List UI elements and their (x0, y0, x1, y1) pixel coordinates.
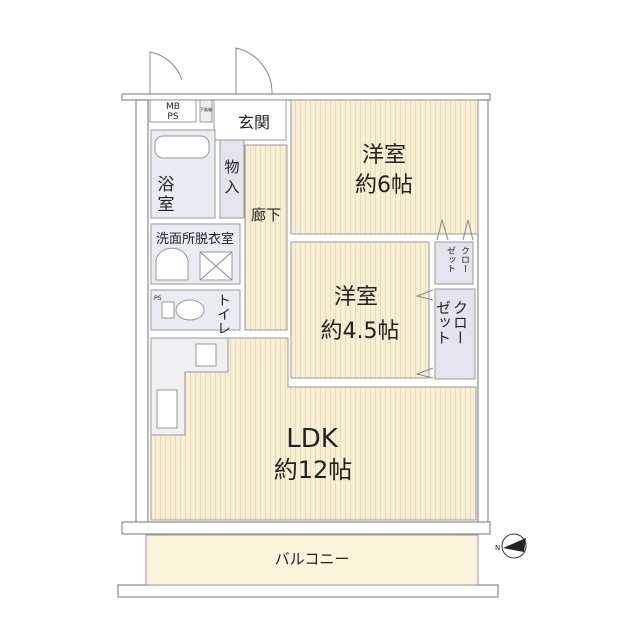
western-room-4-5: 洋室 約4.5帖 (290, 241, 430, 379)
toilet-icon (175, 299, 205, 321)
shoe-box: 下駄箱 (199, 99, 213, 123)
balcony-label: バルコニー (275, 550, 350, 568)
washroom-label: 洗面所脱衣室 (156, 231, 234, 247)
toilet-room: PS トイレ (150, 289, 241, 335)
bath-label-2: 室 (158, 195, 175, 215)
western-room-6-size: 約6帖 (355, 173, 413, 198)
ldk: LDK 約12帖 (150, 337, 477, 521)
stove-icon (195, 343, 217, 367)
bath-label-1: 浴 (158, 175, 175, 195)
western-room-6: 洋室 約6帖 (290, 99, 479, 235)
entrance-label: 玄関 (238, 113, 270, 132)
mbps-label: MB (166, 102, 180, 112)
storage-label-1: 物 (224, 158, 239, 176)
bathtub-icon (154, 135, 210, 159)
bathroom: 浴 室 (150, 129, 216, 219)
toilet-label: トイレ (215, 293, 231, 335)
balcony: バルコニー (145, 534, 479, 586)
north-arrow-icon: N (495, 533, 527, 559)
closet-small: クロー ゼット (434, 218, 474, 285)
outer-walls (117, 93, 499, 598)
ps-label: PS (154, 295, 162, 302)
hallway-label: 廊下 (251, 206, 281, 224)
shoe-box-label: 下駄箱 (200, 106, 212, 112)
western-room-6-name: 洋室 (362, 143, 406, 168)
western-room-4-5-size: 約4.5帖 (321, 319, 400, 344)
sink-icon (156, 389, 178, 429)
closet-large: クロー ゼット (415, 288, 476, 380)
entrance-doors (149, 47, 273, 95)
mbps-room: MB PS (149, 99, 197, 123)
mbps-label-2: PS (167, 112, 178, 122)
ldk-name: LDK (286, 424, 339, 454)
storage: 物 入 (219, 139, 245, 219)
storage-label-2: 入 (224, 178, 239, 196)
compass-label: N (495, 544, 500, 552)
closet-small-label-2: ゼット (445, 246, 456, 273)
closet-large-label-2: ゼット (434, 300, 452, 345)
hallway: 廊下 (244, 144, 288, 331)
closet-large-label-1: クロー (451, 300, 469, 345)
washroom: 洗面所脱衣室 (150, 223, 241, 285)
washbasin-icon (155, 247, 189, 281)
entrance: 玄関 (213, 99, 287, 141)
closet-small-label-1: クロー (459, 246, 469, 273)
western-room-4-5-name: 洋室 (334, 285, 378, 310)
ldk-size: 約12帖 (274, 456, 353, 484)
